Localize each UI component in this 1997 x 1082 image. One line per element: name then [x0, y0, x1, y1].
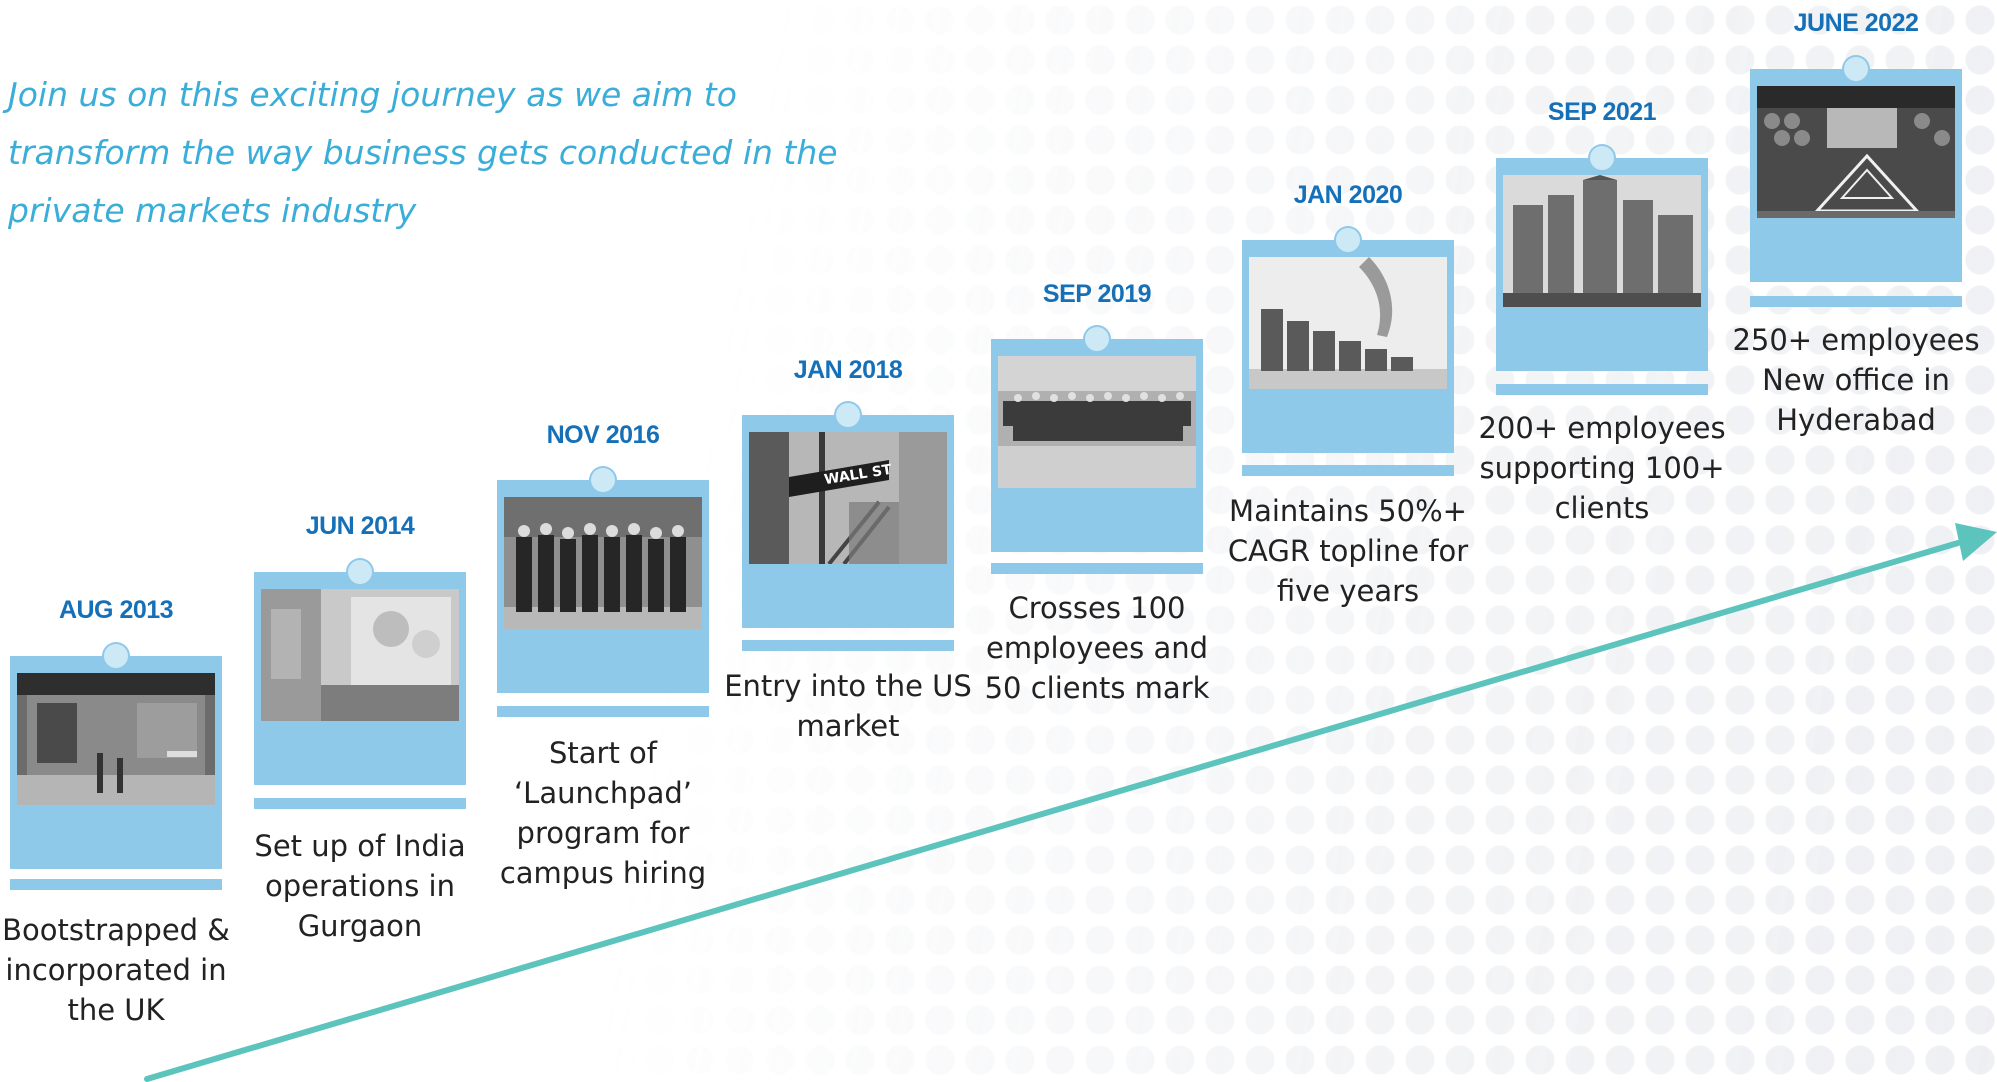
milestone-description: Bootstrapped & incorporated in the UK	[2, 913, 230, 1027]
wall-street-sign-photo: WALL ST	[749, 432, 947, 564]
milestone-card	[1496, 146, 1708, 371]
group-photo	[504, 497, 702, 629]
milestone-description: Crosses 100 employees and 50 clients mar…	[984, 591, 1210, 705]
timeline-dot-icon	[1085, 327, 1109, 351]
coin-stacks-photo	[1249, 257, 1447, 389]
milestone-description: 250+ employees New office in Hyderabad	[1732, 323, 1980, 437]
office-reception-photo	[261, 589, 459, 721]
milestone-divider	[991, 563, 1203, 574]
milestone-card	[254, 560, 466, 785]
milestone-card: WALL ST	[742, 403, 954, 628]
milestone-description: Maintains 50%+ CAGR topline for five yea…	[1227, 494, 1469, 608]
milestone-date: JUN 2014	[305, 512, 415, 540]
milestone-divider	[10, 879, 222, 890]
milestone-description: 200+ employees supporting 100+ clients	[1478, 411, 1726, 525]
milestone-divider	[742, 640, 954, 651]
hyderabad-office-photo	[1757, 86, 1955, 218]
milestone-card	[10, 644, 222, 869]
milestone-divider	[497, 706, 709, 717]
milestone-description: Entry into the US market	[724, 669, 972, 743]
timeline-dot-icon	[348, 560, 372, 584]
timeline-dot-icon	[1590, 146, 1614, 170]
timeline-dot-icon	[104, 644, 128, 668]
milestone-date: JUNE 2022	[1793, 9, 1919, 37]
milestone-description: Set up of India operations in Gurgaon	[254, 829, 466, 943]
milestone-divider	[1242, 465, 1454, 476]
milestone-card	[497, 468, 709, 693]
milestone-date: JAN 2018	[793, 356, 903, 384]
milestone-card	[991, 327, 1203, 552]
large-group-photo	[998, 356, 1196, 488]
milestone-date: SEP 2021	[1547, 98, 1657, 126]
timeline-dot-icon	[1336, 228, 1360, 252]
milestone-date: JAN 2020	[1293, 181, 1403, 209]
timeline-dot-icon	[591, 468, 615, 492]
tagline: Join us on this exciting journey as we a…	[8, 75, 838, 230]
milestone-date: NOV 2016	[546, 421, 660, 449]
milestone-card	[1750, 57, 1962, 282]
milestone-divider	[1496, 384, 1708, 395]
milestone-description: Start of ‘Launchpad’ program for campus …	[499, 736, 707, 890]
milestone-divider	[1750, 296, 1962, 307]
timeline-dot-icon	[836, 403, 860, 427]
garage-photo	[17, 673, 215, 805]
milestone-date: SEP 2019	[1042, 280, 1152, 308]
milestone-card	[1242, 228, 1454, 453]
milestone-divider	[254, 798, 466, 809]
skyscrapers-photo	[1503, 175, 1701, 307]
timeline-dot-icon	[1844, 57, 1868, 81]
milestone-date: AUG 2013	[58, 596, 174, 624]
